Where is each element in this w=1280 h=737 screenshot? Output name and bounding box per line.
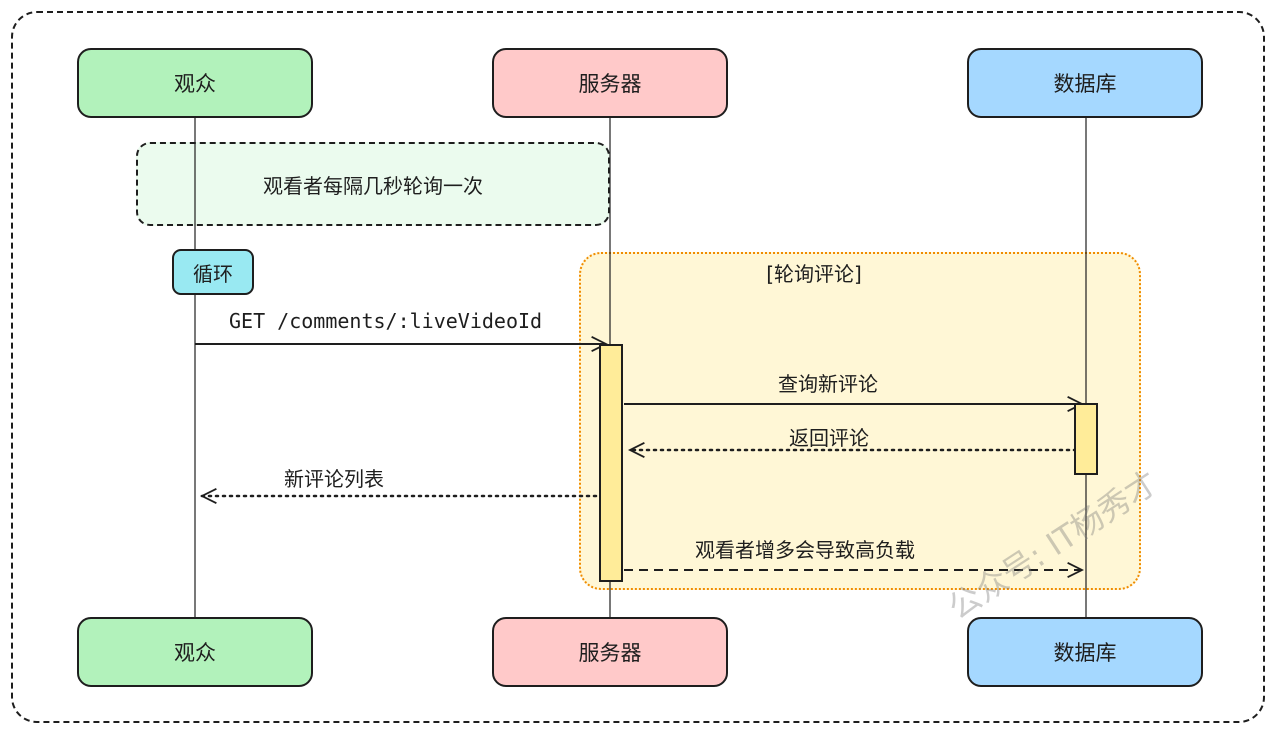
participant-server-label: 服务器 (578, 72, 642, 96)
label-query-new: 查询新评论 (778, 372, 878, 396)
participant-server-bottom: 服务器 (492, 617, 728, 687)
participant-viewer-top: 观众 (77, 48, 313, 118)
participant-viewer-label: 观众 (174, 641, 216, 665)
polling-note: 观看者每隔几秒轮询一次 (136, 142, 610, 226)
participant-database-bottom: 数据库 (967, 617, 1203, 687)
loop-fragment (579, 252, 1141, 590)
loop-badge: 循环 (172, 249, 254, 295)
participant-database-label: 数据库 (1053, 72, 1117, 96)
participant-server-label: 服务器 (578, 641, 642, 665)
loop-label: [轮询评论] (766, 262, 862, 286)
participant-database-label: 数据库 (1053, 641, 1117, 665)
diagram-frame (11, 11, 1265, 723)
participant-viewer-bottom: 观众 (77, 617, 313, 687)
participant-database-top: 数据库 (967, 48, 1203, 118)
label-high-load: 观看者增多会导致高负载 (695, 538, 915, 562)
polling-note-text: 观看者每隔几秒轮询一次 (263, 173, 483, 198)
activation-database (1074, 403, 1098, 475)
label-get-comments: GET /comments/:liveVideoId (229, 309, 543, 333)
activation-server (599, 344, 623, 582)
loop-badge-text: 循环 (193, 261, 233, 286)
label-new-comment-list: 新评论列表 (284, 467, 384, 491)
participant-viewer-label: 观众 (174, 72, 216, 96)
label-return-comments: 返回评论 (789, 426, 869, 450)
participant-server-top: 服务器 (492, 48, 728, 118)
